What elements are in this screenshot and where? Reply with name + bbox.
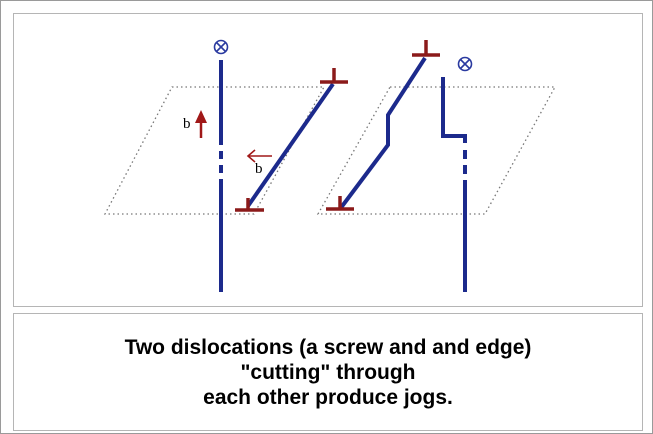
- burgers-vector-arrow-left: [246, 149, 272, 163]
- right-slip-plane: [316, 86, 557, 215]
- figure-panel: b b: [13, 13, 643, 307]
- burgers-vector-label-left: b: [183, 116, 191, 132]
- caption-line-1: Two dislocations (a screw and and edge): [124, 335, 532, 359]
- caption-line-2: "cutting" through: [240, 360, 416, 384]
- screw-dislocation-symbol-left: [213, 39, 229, 55]
- left-edge-dislocation-line: [246, 82, 335, 208]
- caption-line-3: each other produce jogs.: [203, 385, 453, 409]
- screw-dislocation-symbol-right: [457, 56, 473, 72]
- caption-panel: Two dislocations (a screw and and edge) …: [13, 313, 643, 431]
- edge-dislocation-symbol-top-right: [412, 40, 440, 57]
- edge-dislocation-symbol-top-left: [320, 68, 348, 84]
- dislocation-diagram: b b: [103, 39, 557, 292]
- left-slip-plane: [103, 86, 326, 215]
- right-jogged-screw-dislocation-line: [441, 77, 467, 292]
- edge-dislocation-symbol-bottom-left: [235, 198, 264, 212]
- right-jogged-edge-dislocation-line: [338, 56, 427, 211]
- burgers-vector-arrow-up: [195, 110, 207, 138]
- edge-dislocation-symbol-bottom-right: [326, 196, 354, 211]
- burgers-vector-label-right: b: [255, 161, 263, 177]
